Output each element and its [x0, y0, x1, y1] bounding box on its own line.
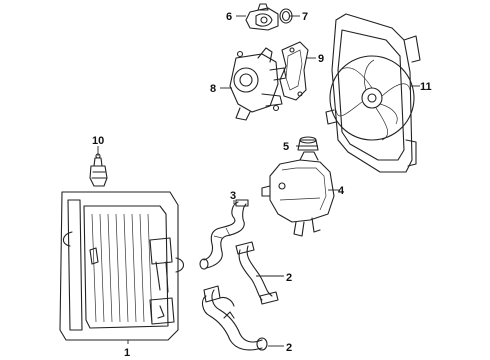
callout-labels: 1 10 3 2 2 5 4 6 7 8 9 11 — [92, 11, 432, 359]
callout-1: 1 — [124, 347, 130, 359]
callout-4: 4 — [338, 185, 345, 197]
reservoir-cap — [297, 136, 319, 151]
water-pump — [229, 47, 287, 121]
upper-hose — [199, 199, 249, 270]
callout-2-lower: 2 — [286, 342, 292, 354]
pump-gasket — [279, 41, 309, 101]
callout-8: 8 — [210, 83, 216, 95]
fan-shroud-assembly — [325, 13, 421, 173]
sensor-plug — [89, 153, 108, 187]
callout-7: 7 — [302, 11, 308, 23]
lower-hose — [201, 285, 268, 351]
callout-5: 5 — [283, 141, 289, 153]
callout-3: 3 — [230, 190, 236, 202]
callout-10: 10 — [92, 135, 104, 147]
callout-11: 11 — [420, 81, 432, 93]
bypass-hose — [235, 241, 279, 305]
callout-9: 9 — [318, 53, 324, 65]
callout-6: 6 — [226, 11, 232, 23]
thermostat-housing — [245, 3, 279, 31]
leader-lines — [97, 15, 420, 347]
coolant-reservoir — [261, 151, 335, 237]
callout-2-upper: 2 — [286, 272, 292, 284]
radiator — [59, 191, 185, 341]
